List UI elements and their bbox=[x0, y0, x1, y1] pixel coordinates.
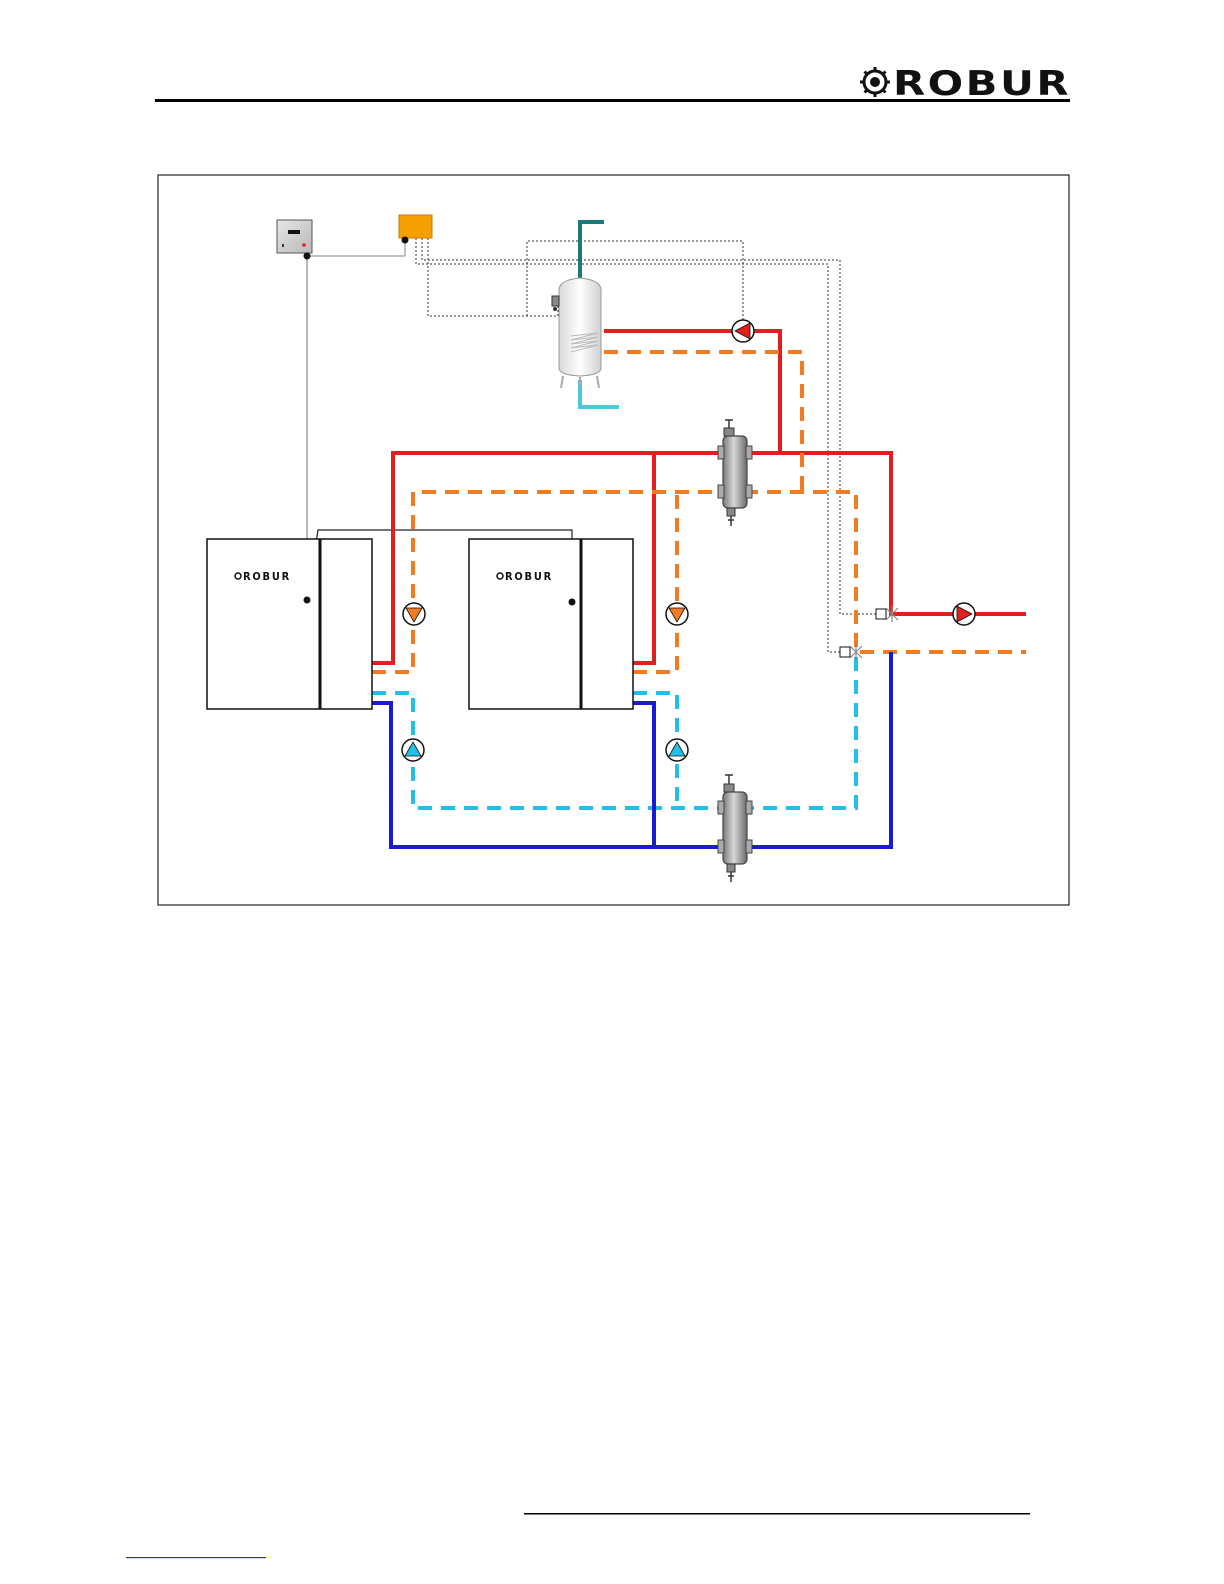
circulation-pump-icon bbox=[403, 603, 425, 625]
circulation-pump-icon bbox=[402, 739, 424, 761]
footer-rule bbox=[524, 1513, 1030, 1515]
header: ROBUR bbox=[155, 64, 1071, 104]
header-rule bbox=[155, 99, 1070, 102]
hydraulic-separator-top-icon bbox=[718, 420, 752, 526]
three-way-valve-icon bbox=[840, 644, 862, 660]
heat-pump-unit-2: ROBUR bbox=[469, 539, 633, 709]
circulation-pump-icon bbox=[666, 739, 688, 761]
dhw-tank-icon bbox=[552, 278, 601, 388]
unit-1-brand: ROBUR bbox=[243, 570, 291, 583]
circulation-pump-icon bbox=[953, 603, 975, 625]
circulation-pump-icon bbox=[732, 320, 754, 342]
unit-2-brand: ROBUR bbox=[505, 570, 553, 583]
thermostat-panel-icon[interactable] bbox=[277, 220, 312, 260]
header-brand: ROBUR bbox=[893, 64, 1071, 104]
circulation-pump-icon bbox=[666, 603, 688, 625]
tank-sensor-icon bbox=[552, 296, 559, 311]
robur-logo-icon bbox=[860, 67, 890, 97]
footer-link-underline bbox=[126, 1557, 266, 1558]
hydraulic-separator-bottom-icon bbox=[718, 775, 752, 882]
heat-pump-unit-1: ROBUR bbox=[207, 539, 372, 709]
